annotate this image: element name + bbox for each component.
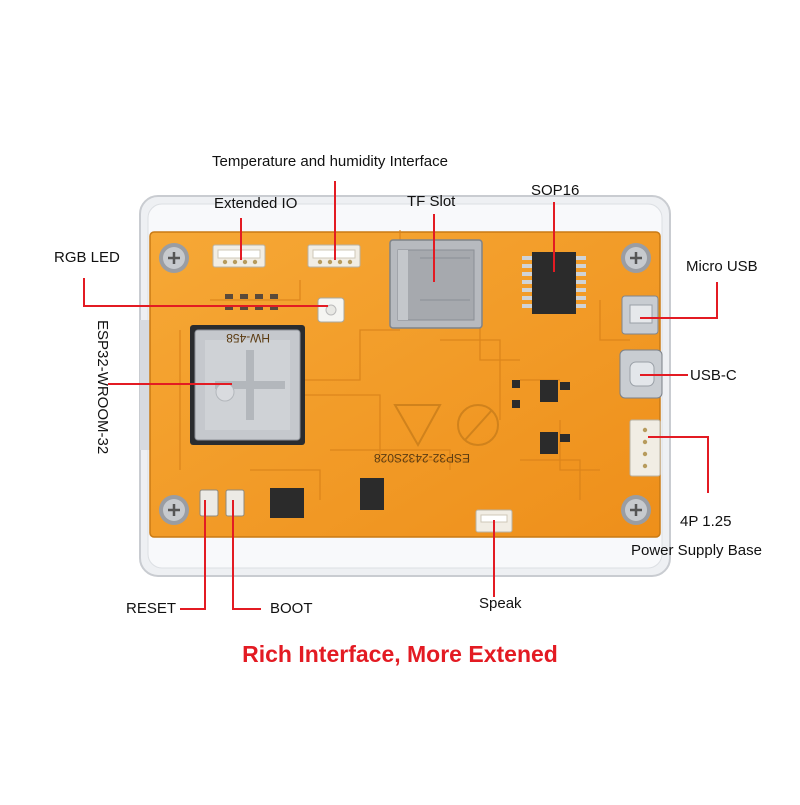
- pointer-boot: [232, 500, 261, 610]
- extended-io-connector: [212, 244, 266, 268]
- headline: Rich Interface, More Extened: [242, 641, 558, 667]
- label-boot: BOOT: [270, 600, 313, 617]
- board-id-text: ESP32-2432S028: [374, 451, 470, 465]
- screws: [159, 243, 651, 525]
- label-esp32-text: ESP32-WROOM-32: [94, 320, 111, 455]
- label-temperature-humidity: Temperature and humidity Interface: [212, 153, 448, 170]
- pointer-power-4p: [648, 436, 709, 493]
- micro-usb-port: [621, 295, 659, 335]
- boot-button: [225, 489, 245, 517]
- label-power-supply-base: Power Supply Base: [631, 542, 762, 559]
- pointer-rgb-led: [83, 278, 328, 307]
- label-usb-c: USB-C: [690, 367, 737, 384]
- label-rgb-led: RGB LED: [54, 249, 120, 266]
- power-4p-connector: [629, 419, 661, 477]
- reset-button: [199, 489, 219, 517]
- label-tf-slot: TF Slot: [407, 193, 456, 210]
- label-reset: RESET: [126, 600, 177, 617]
- rgb-led: [317, 297, 345, 323]
- certification-marks: [393, 404, 499, 448]
- pointer-micro-usb: [640, 282, 718, 319]
- label-micro-usb: Micro USB: [686, 258, 758, 275]
- label-speak: Speak: [479, 595, 522, 612]
- label-extended-io: Extended IO: [214, 195, 298, 212]
- label-sop16: SOP16: [531, 182, 580, 199]
- pointer-lines: [83, 181, 718, 610]
- led-resistors: [225, 294, 278, 310]
- pointer-reset: [180, 500, 206, 610]
- label-4p-125: 4P 1.25: [680, 513, 732, 530]
- esp32-module: [190, 325, 305, 445]
- label-esp32-wroom: ESP32-WROOM-32: [93, 320, 111, 480]
- smd-components: [270, 380, 570, 518]
- tf-slot: [389, 239, 483, 329]
- board-model-text: HW-458: [226, 331, 270, 345]
